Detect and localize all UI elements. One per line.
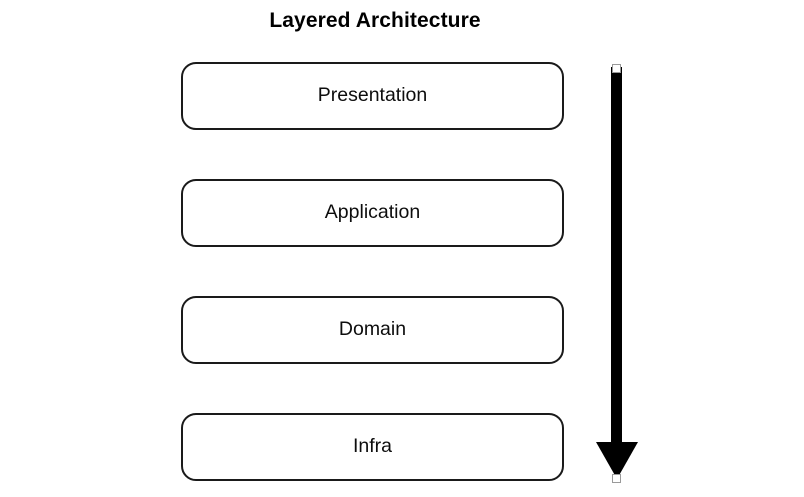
layer-label: Domain <box>338 318 407 341</box>
layer-box-presentation[interactable]: Presentation <box>181 62 564 130</box>
layer-label: Infra <box>352 435 393 458</box>
layer-box-infra[interactable]: Infra <box>181 413 564 481</box>
page-title: Layered Architecture <box>269 9 481 32</box>
arrow-head-down-icon <box>596 442 638 479</box>
dependency-direction-arrow[interactable] <box>596 62 640 486</box>
layer-box-domain[interactable]: Domain <box>181 296 564 364</box>
layer-label: Application <box>324 201 421 224</box>
arrow-handle-end[interactable] <box>612 474 621 483</box>
layer-box-application[interactable]: Application <box>181 179 564 247</box>
layer-label: Presentation <box>317 84 428 107</box>
arrow-shaft[interactable] <box>611 67 622 448</box>
arrow-handle-start[interactable] <box>612 64 621 73</box>
layer-stack: Presentation Application Domain Infra <box>181 62 564 482</box>
